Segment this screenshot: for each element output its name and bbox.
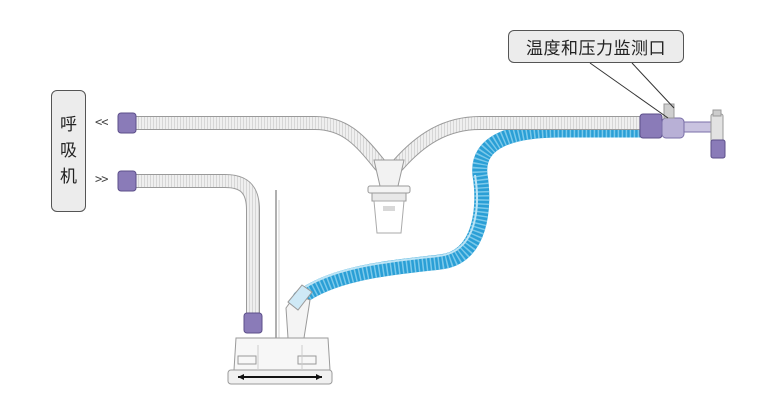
white-expiratory-tube	[128, 116, 647, 172]
ventilator-label-char-1: 呼	[60, 115, 77, 135]
humidifier-chamber	[227, 190, 333, 385]
bottom-ventilator-connector	[117, 170, 137, 192]
blue-inspiratory-tube	[292, 122, 648, 306]
monitor-port-label: 温度和压力监测口	[508, 30, 684, 63]
top-ventilator-connector	[117, 112, 137, 134]
ventilator-label: 呼 吸 机	[51, 90, 86, 212]
ventilator-label-char-3: 机	[60, 167, 77, 187]
ventilator-label-char-2: 吸	[60, 141, 77, 161]
patient-connector	[639, 103, 726, 159]
outflow-arrow: <<	[95, 115, 108, 129]
inflow-arrow: >>	[95, 172, 108, 186]
monitor-port-label-text: 温度和压力监测口	[526, 39, 666, 59]
leader-line-2	[631, 62, 675, 109]
white-inspiratory-tube	[128, 174, 260, 322]
leader-line-1	[589, 62, 669, 119]
y-piece-water-trap	[367, 159, 411, 234]
